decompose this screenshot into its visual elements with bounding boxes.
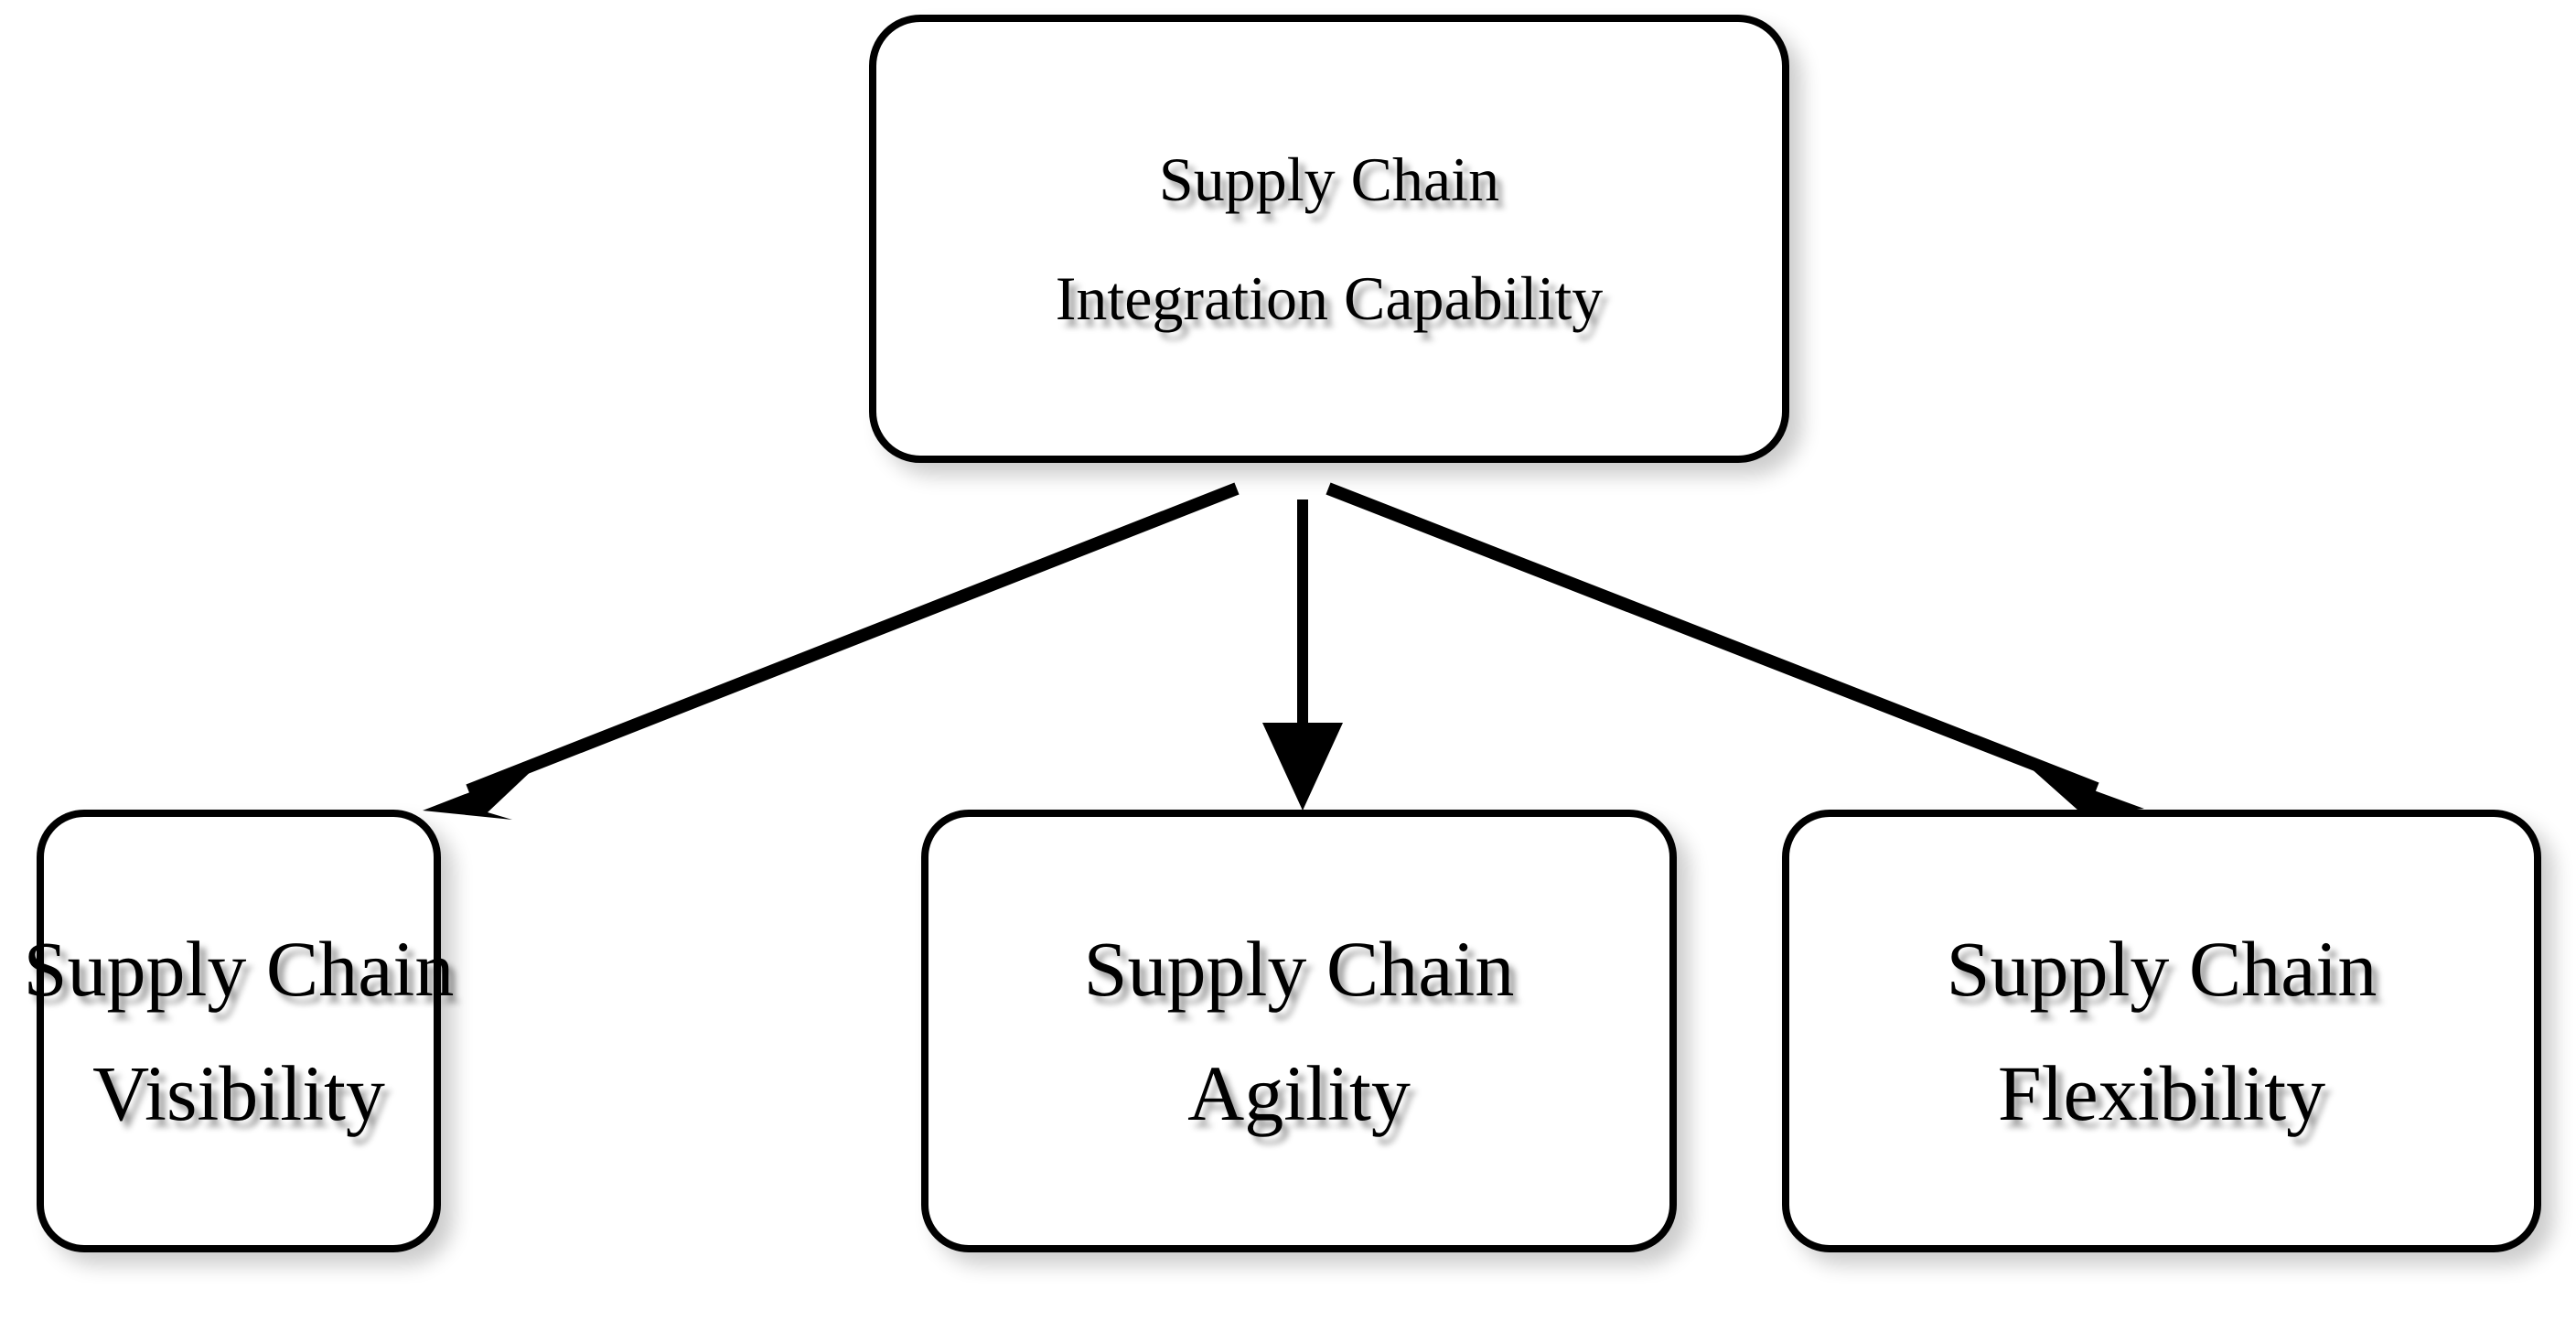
node-supply-chain-integration-capability[interactable]: Supply Chain Integration Capability bbox=[869, 15, 1789, 463]
arrow-root-to-agility bbox=[1262, 499, 1343, 811]
arrow-root-to-flexibility bbox=[1326, 482, 2144, 820]
node-supply-chain-flexibility[interactable]: Supply Chain Flexibility bbox=[1782, 810, 2541, 1252]
node-root-label-line-1: Supply Chain bbox=[1158, 145, 1500, 214]
node-agility-label-line-2: Agility bbox=[1187, 1049, 1411, 1137]
node-supply-chain-visibility[interactable]: Supply Chain Visibility bbox=[24, 810, 454, 1252]
node-visibility-label-line-1: Supply Chain bbox=[23, 925, 455, 1013]
arrow-root-to-visibility bbox=[423, 482, 1240, 820]
node-visibility-label-line-2: Visibility bbox=[92, 1049, 385, 1137]
node-flexibility-label-line-1: Supply Chain bbox=[1946, 925, 2377, 1013]
node-supply-chain-agility[interactable]: Supply Chain Agility bbox=[921, 810, 1677, 1252]
node-root-label-line-2: Integration Capability bbox=[1055, 263, 1604, 333]
node-agility-label-line-1: Supply Chain bbox=[1083, 925, 1515, 1013]
node-flexibility-label-line-2: Flexibility bbox=[1997, 1049, 2326, 1137]
